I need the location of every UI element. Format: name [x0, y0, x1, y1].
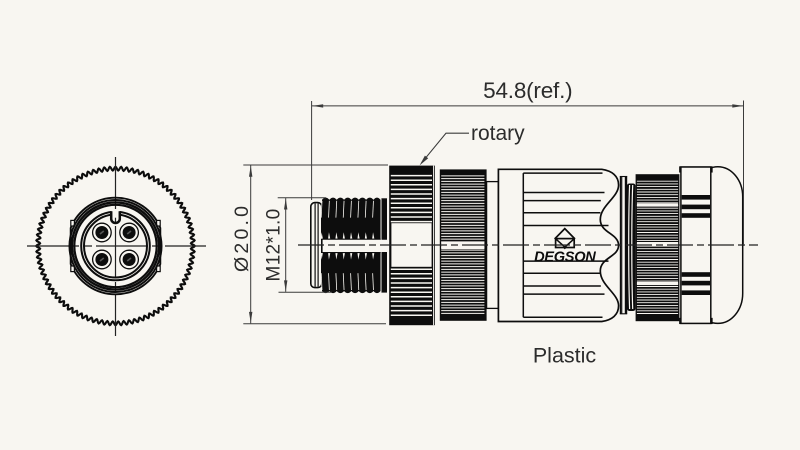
svg-text:rotary: rotary [471, 122, 525, 145]
svg-text:Plastic: Plastic [533, 344, 597, 368]
svg-text:M12*1.0: M12*1.0 [264, 209, 285, 282]
svg-text:54.8(ref.): 54.8(ref.) [483, 78, 572, 103]
svg-text:Ø20.0: Ø20.0 [231, 203, 253, 272]
svg-text:DEGSON: DEGSON [534, 249, 596, 265]
